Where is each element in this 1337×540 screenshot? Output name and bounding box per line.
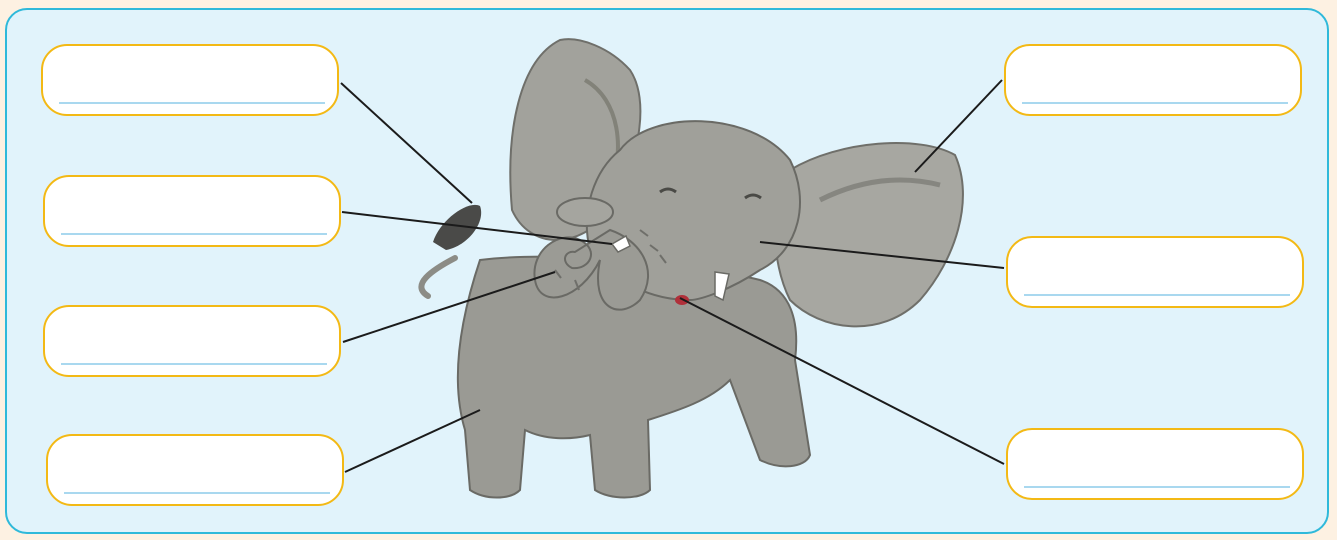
writing-line	[59, 102, 325, 104]
label-box-tail	[41, 44, 339, 116]
writing-line	[1022, 102, 1288, 104]
label-input-tail[interactable]	[59, 68, 325, 98]
writing-line	[61, 363, 327, 365]
label-box-mouth	[1006, 428, 1304, 500]
label-box-tusk	[1006, 236, 1304, 308]
leader-line-leg	[345, 410, 480, 472]
label-box-ear	[1004, 44, 1302, 116]
leader-line-tail	[341, 83, 472, 203]
label-input-eye[interactable]	[61, 199, 327, 229]
label-box-trunk	[43, 305, 341, 377]
label-input-trunk[interactable]	[61, 329, 327, 359]
writing-line	[64, 492, 330, 494]
writing-line	[61, 233, 327, 235]
elephant-right-ear	[775, 143, 963, 326]
label-input-leg[interactable]	[64, 458, 330, 488]
label-box-leg	[46, 434, 344, 506]
label-input-ear[interactable]	[1022, 68, 1288, 98]
label-box-eye	[43, 175, 341, 247]
writing-line	[1024, 294, 1290, 296]
label-input-tusk[interactable]	[1024, 260, 1290, 290]
writing-line	[1024, 486, 1290, 488]
leader-line-ear	[915, 80, 1002, 172]
label-input-mouth[interactable]	[1024, 452, 1290, 482]
